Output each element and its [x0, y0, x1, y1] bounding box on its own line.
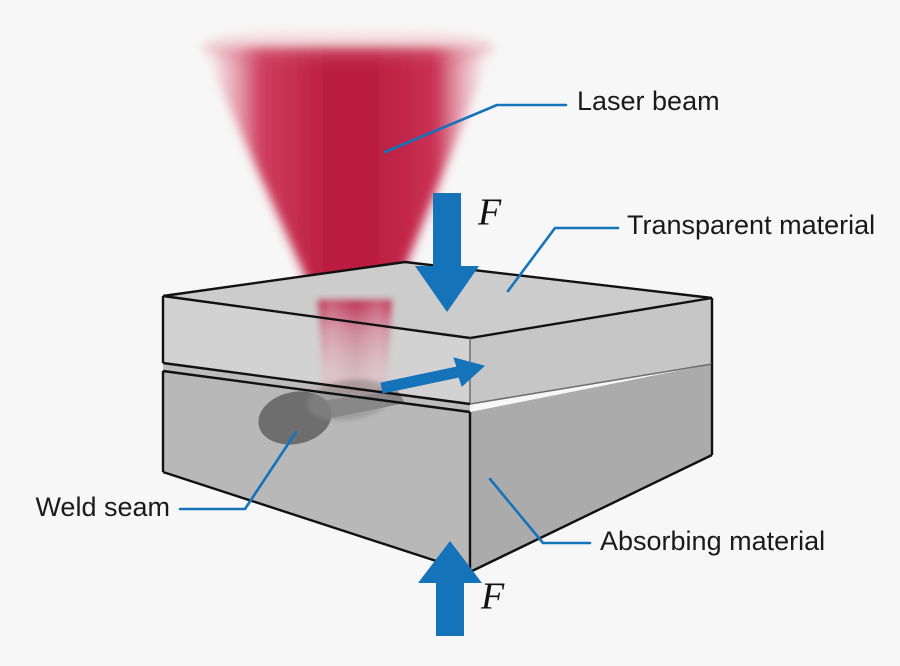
transparent-material-slab [163, 262, 712, 404]
label-transparent-material: Transparent material [627, 210, 875, 240]
laser-cone-rim [202, 26, 494, 70]
label-absorbing-material: Absorbing material [600, 526, 825, 556]
leader-line-weld-seam [178, 430, 298, 511]
leader-line-absorbing-material [488, 477, 592, 545]
bottom-slab-front-face [163, 371, 470, 572]
force-label-top: F [477, 192, 502, 234]
force-arrow-bottom [418, 541, 482, 636]
arrow-right-icon [380, 357, 486, 394]
laser-cone-body [202, 46, 494, 300]
arrow-up-icon [418, 541, 482, 636]
force-label-bottom: F [480, 576, 505, 618]
welding-direction-arrow [380, 357, 486, 394]
leader-line-transparent-material [506, 226, 620, 293]
block-outlines [161, 260, 714, 574]
top-slab-front-face [163, 296, 470, 404]
bottom-slab-right-face [470, 364, 712, 572]
label-laser-beam: Laser beam [577, 86, 720, 116]
top-slab-right-face [470, 298, 712, 404]
label-weld-seam: Weld seam [35, 492, 170, 522]
top-slab-top-face [163, 262, 712, 338]
leader-line-laser-beam [383, 103, 568, 154]
force-arrow-top [415, 193, 479, 312]
arrow-down-icon [415, 193, 479, 312]
